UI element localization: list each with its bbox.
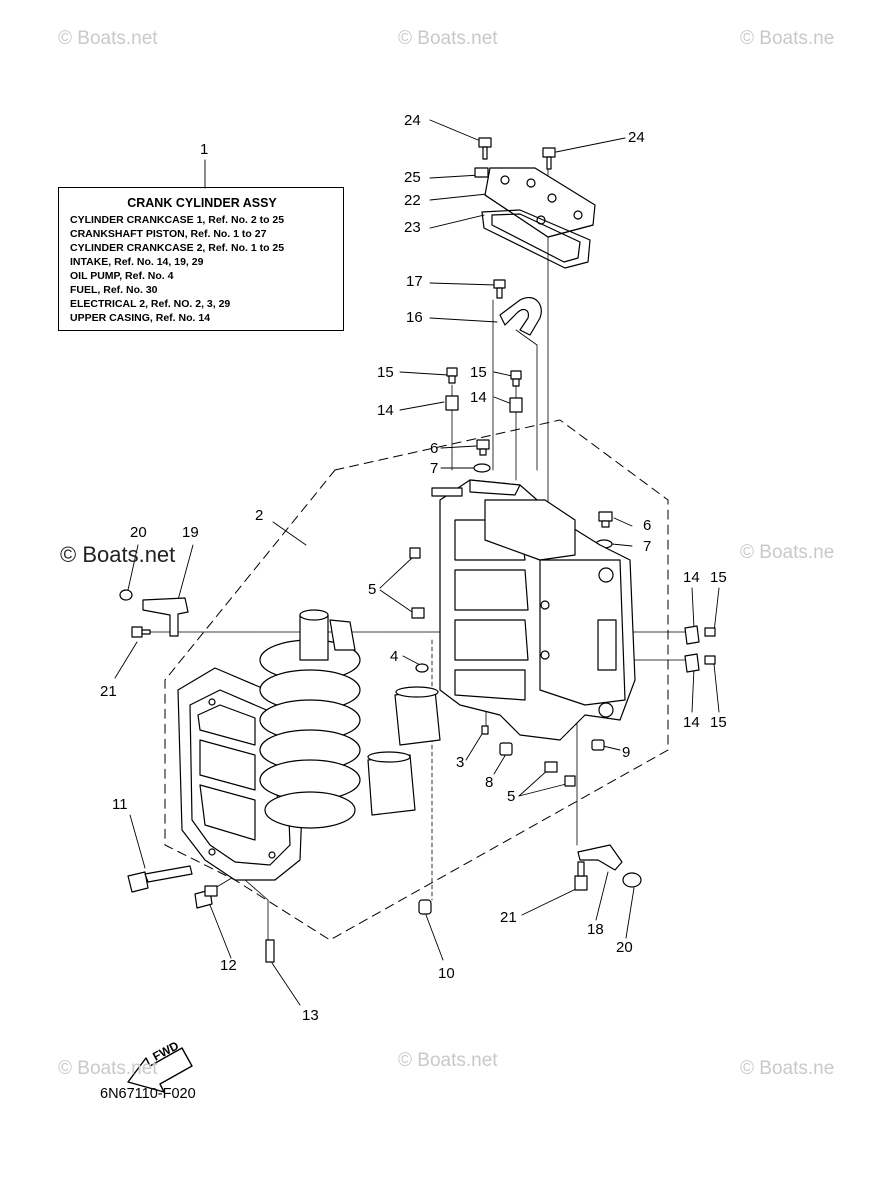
cylinder-crankcase-block bbox=[431, 479, 636, 741]
watermark: © Boats.ne bbox=[740, 28, 835, 49]
diagram-code: 6N67110-F020 bbox=[100, 1086, 196, 1102]
callout-14: 14 bbox=[470, 389, 487, 406]
small-bolts bbox=[445, 367, 613, 549]
callout-21: 21 bbox=[500, 909, 517, 926]
callout-24: 24 bbox=[628, 129, 645, 146]
small-fittings bbox=[409, 547, 605, 787]
legend-line: OIL PUMP, Ref. No. 4 bbox=[70, 270, 174, 282]
callout-18: 18 bbox=[587, 921, 604, 938]
legend-line: CRANKSHAFT PISTON, Ref. No. 1 to 27 bbox=[70, 228, 267, 240]
callout-10: 10 bbox=[438, 965, 455, 982]
callout-5: 5 bbox=[368, 581, 377, 598]
callout-23: 23 bbox=[404, 219, 421, 236]
left-small-parts bbox=[119, 589, 189, 638]
watermark: © Boats.ne bbox=[740, 542, 835, 563]
callout-9: 9 bbox=[622, 744, 631, 761]
leader-lines bbox=[114, 119, 720, 1006]
callout-15: 15 bbox=[470, 364, 487, 381]
legend-line: ELECTRICAL 2, Ref. NO. 2, 3, 29 bbox=[70, 298, 231, 310]
legend-line: UPPER CASING, Ref. No. 14 bbox=[70, 312, 211, 324]
callout-11: 11 bbox=[112, 796, 128, 813]
assembly-dashed-outline bbox=[164, 419, 669, 941]
callout-14: 14 bbox=[377, 402, 394, 419]
callout-1: 1 bbox=[200, 141, 209, 158]
callout-4: 4 bbox=[390, 648, 399, 665]
watermark: © Boats.net bbox=[398, 1050, 498, 1071]
callout-2: 2 bbox=[255, 507, 264, 524]
bottom-parts bbox=[127, 844, 642, 963]
callout-20: 20 bbox=[616, 939, 633, 956]
callout-6: 6 bbox=[643, 517, 652, 534]
hose-clamp bbox=[493, 279, 542, 336]
callout-19: 19 bbox=[182, 524, 199, 541]
callout-7: 7 bbox=[430, 460, 439, 477]
legend-line: CYLINDER CRANKCASE 2, Ref. No. 1 to 25 bbox=[70, 242, 285, 254]
callout-21: 21 bbox=[100, 683, 117, 700]
callout-15: 15 bbox=[710, 714, 727, 731]
watermark: © Boats.net bbox=[60, 542, 176, 567]
fwd-arrow bbox=[127, 1047, 193, 1093]
callout-25: 25 bbox=[404, 169, 421, 186]
top-bolts bbox=[474, 137, 556, 178]
callout-15: 15 bbox=[710, 569, 727, 586]
callout-5: 5 bbox=[507, 788, 516, 805]
exhaust-cover bbox=[484, 167, 596, 238]
callout-14: 14 bbox=[683, 569, 700, 586]
callout-22: 22 bbox=[404, 192, 421, 209]
callout-24: 24 bbox=[404, 112, 421, 129]
callout-16: 16 bbox=[406, 309, 423, 326]
callout-6: 6 bbox=[430, 440, 439, 457]
right-side-brackets bbox=[684, 625, 716, 673]
crankshaft bbox=[259, 609, 361, 829]
callout-20: 20 bbox=[130, 524, 147, 541]
callout-7: 7 bbox=[643, 538, 652, 555]
watermark: © Boats.net bbox=[58, 28, 158, 49]
legend-line: CYLINDER CRANKCASE 1, Ref. No. 2 to 25 bbox=[70, 214, 285, 226]
watermark: © Boats.net bbox=[398, 28, 498, 49]
callout-3: 3 bbox=[456, 754, 465, 771]
pistons bbox=[367, 686, 441, 816]
legend-line: INTAKE, Ref. No. 14, 19, 29 bbox=[70, 256, 204, 268]
callout-15: 15 bbox=[377, 364, 394, 381]
watermark: © Boats.net bbox=[58, 1058, 158, 1079]
cover-gasket bbox=[481, 209, 591, 269]
legend-line: FUEL, Ref. No. 30 bbox=[70, 284, 158, 296]
crankcase-cover bbox=[177, 667, 306, 881]
assembly-legend-box: CRANK CYLINDER ASSY CYLINDER CRANKCASE 1… bbox=[58, 187, 344, 331]
callout-12: 12 bbox=[220, 957, 237, 974]
callout-13: 13 bbox=[302, 1007, 319, 1024]
callout-8: 8 bbox=[485, 774, 494, 791]
callout-14: 14 bbox=[683, 714, 700, 731]
watermark: © Boats.ne bbox=[740, 1058, 835, 1079]
callout-17: 17 bbox=[406, 273, 423, 290]
legend-title: CRANK CYLINDER ASSY bbox=[127, 196, 277, 210]
